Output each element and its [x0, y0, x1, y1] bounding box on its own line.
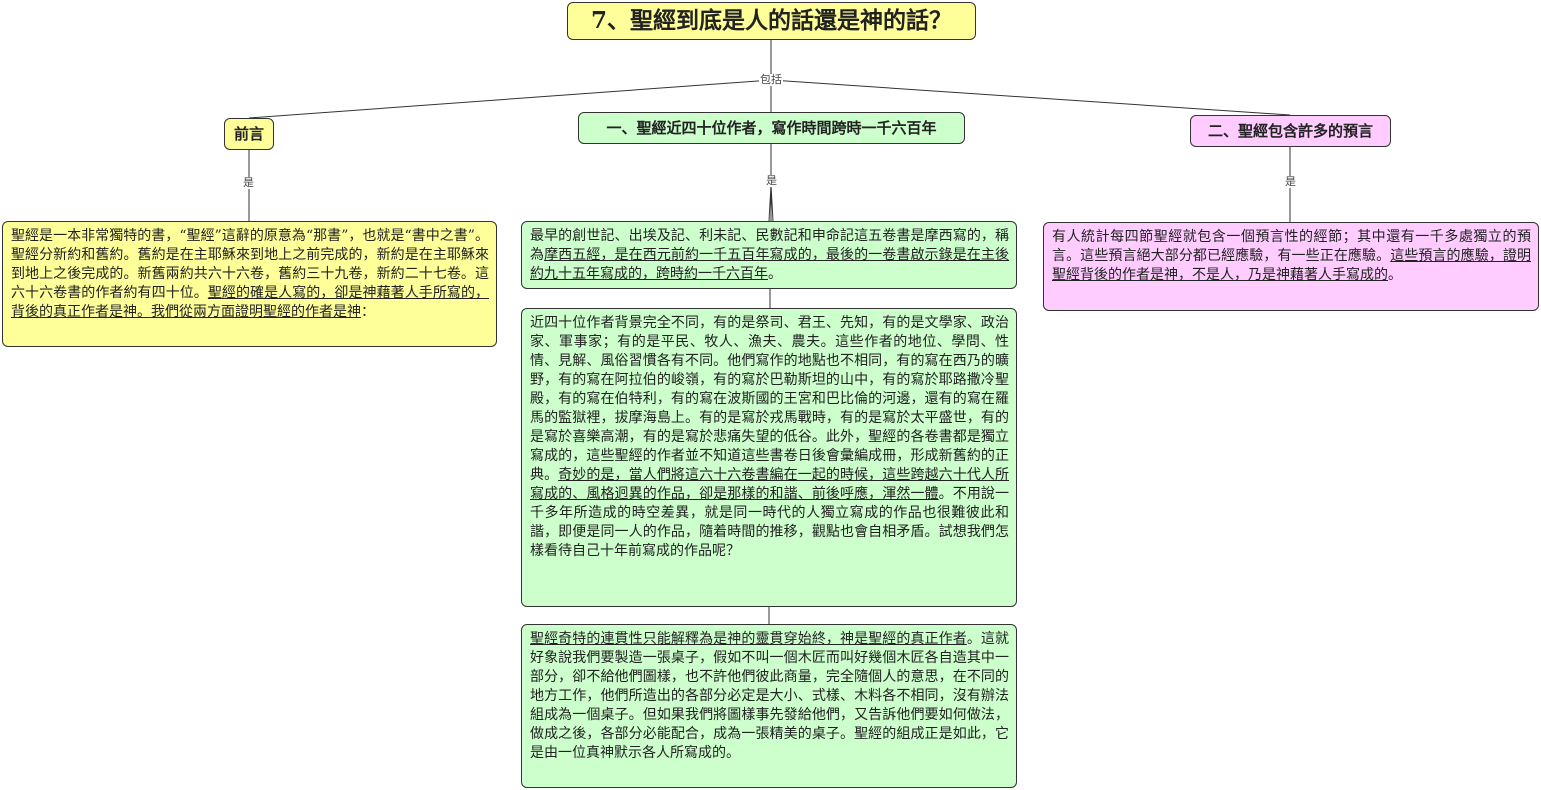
authors-card3-underlined: 聖經奇特的連貫性只能解釋為是神的靈貫穿始終，神是聖經的真正作者 [530, 631, 967, 647]
authors-card1-part: 最早的創世記、出埃及記、利未記、民數記和申命記這五卷書是摩西寫的，稱為 [530, 228, 1009, 263]
link-label-is-authors: 是 [765, 174, 778, 187]
preface-text-card[interactable]: 聖經是一本非常獨特的書，“聖經”這辭的原意為“那書”，也就是“書中之書”。聖經分… [2, 221, 497, 347]
connector-authors-fan-b [770, 184, 774, 222]
preface-text-end: ： [361, 304, 375, 320]
preface-text-part: 聖經是一本非常獨特的書，“聖經”這辭的原意為“那書”，也就是“書中之書”。聖經分… [11, 228, 489, 301]
authors-card2-underlined: 奇妙的是，當人們將這六十六卷書編在一起的時候，這些跨越六十代人所寫成的、風格迥異… [530, 467, 1010, 502]
prophecy-text-underlined: 這些預言的應驗，證明聖經背後的作者是神，不是人，乃是神藉著人手寫成的 [1052, 248, 1532, 283]
authors-card3-part: 。這就好象說我們要製造一張桌子，假如不叫一個木匠而叫好幾個木匠各自造其中一部分，… [530, 631, 1010, 761]
authors-card1-underlined: 摩西五經，是在西元前約一千五百年寫成的，最後的一卷書啟示錄是在主後約九十五年寫成… [530, 247, 1010, 282]
authors-card-coherence[interactable]: 聖經奇特的連貫性只能解釋為是神的靈貫穿始終，神是聖經的真正作者。這就好象說我們要… [521, 624, 1017, 788]
topic-authors[interactable]: 一、聖經近四十位作者，寫作時間跨時一千六百年 [578, 112, 965, 144]
connector-authors-fan-a [768, 184, 772, 222]
prophecy-text-part: 有人統計每四節聖經就包含一個預言性的經節；其中還有一千多處獨立的預言。這些預言絕… [1052, 229, 1531, 264]
prophecy-text-card[interactable]: 有人統計每四節聖經就包含一個預言性的經節；其中還有一千多處獨立的預言。這些預言絕… [1043, 222, 1539, 311]
authors-card-moses[interactable]: 最早的創世記、出埃及記、利未記、民數記和申命記這五卷書是摩西寫的，稱為摩西五經，… [521, 221, 1017, 289]
authors-card2-part: 近四十位作者背景完全不同，有的是祭司、君王、先知，有的是文學家、政治家、軍事家；… [530, 315, 1009, 483]
authors-card2-end: 。不用說一千多年所造成的時空差異，就是同一時代的人獨立寫成的作品也很難彼此和諧，… [530, 486, 1010, 559]
topic-preface[interactable]: 前言 [224, 118, 274, 150]
connector-hub-preface [248, 79, 772, 119]
authors-card1-end: 。 [768, 266, 782, 282]
link-label-is-prophecy: 是 [1284, 175, 1297, 188]
link-label-is-preface: 是 [242, 176, 255, 189]
topic-prophecy[interactable]: 二、聖經包含許多的預言 [1190, 115, 1391, 147]
connector-hub-prophecy [770, 79, 1291, 116]
preface-text-underlined: 聖經的確是人寫的，卻是神藉著人手所寫的，背後的真正作者是神。我們從兩方面證明聖經… [11, 285, 490, 320]
authors-card-backgrounds[interactable]: 近四十位作者背景完全不同，有的是祭司、君王、先知，有的是文學家、政治家、軍事家；… [521, 308, 1017, 607]
link-label-includes: 包括 [759, 73, 783, 86]
prophecy-text-end: 。 [1388, 267, 1402, 283]
root-topic-title[interactable]: 7、聖經到底是人的話還是神的話？ [567, 2, 976, 40]
